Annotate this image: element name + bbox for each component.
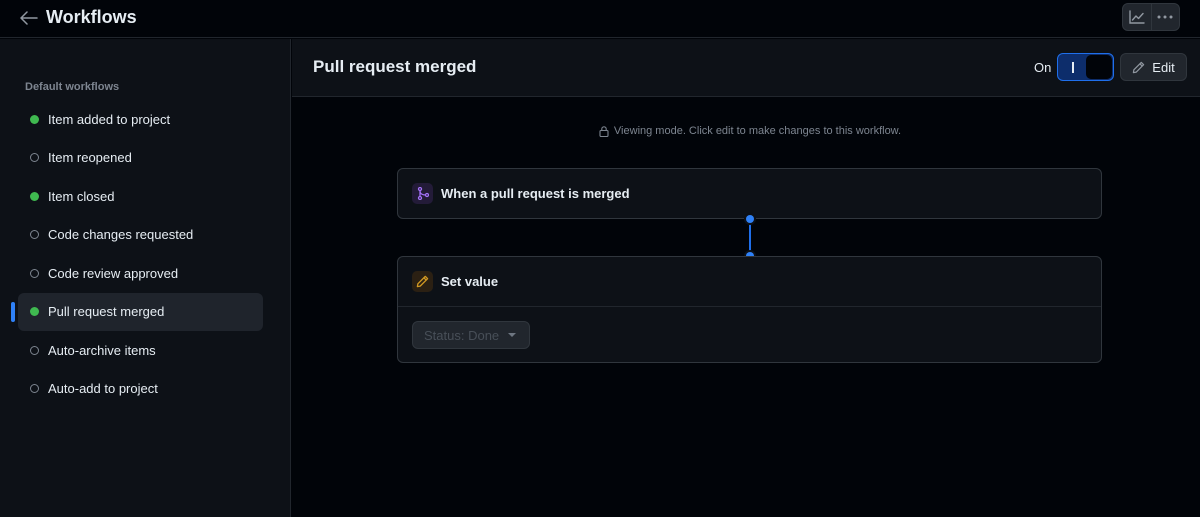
disabled-status-icon [30,384,39,394]
page-title: Workflows [46,7,137,27]
disabled-status-icon [30,268,39,278]
more-options-button[interactable] [1150,4,1180,30]
graph-icon [1129,10,1145,24]
sidebar-item-label: Item reopened [48,150,132,166]
sidebar-item-item-reopened[interactable]: Item reopened [18,139,263,178]
sidebar-item-label: Code changes requested [48,227,194,243]
toggle-knob [1086,55,1112,79]
workflow-header: Pull request merged On Edit [292,39,1200,97]
insights-button[interactable] [1123,4,1151,30]
sidebar-item-pull-request-merged[interactable]: Pull request merged [11,292,263,331]
sidebar-item-code-review-approved[interactable]: Code review approved [18,254,263,293]
sidebar-item-label: Item closed [48,188,115,204]
action-card[interactable]: Set value Status: Done [397,256,1102,363]
sidebar-item-auto-archive-items[interactable]: Auto-archive items [18,331,263,370]
enabled-status-icon [30,114,39,124]
edit-button[interactable]: Edit [1120,53,1187,81]
enabled-status-icon [30,191,39,201]
toggle-label: On [1034,60,1052,75]
workflow-title: Pull request merged [313,57,477,76]
workflow-list: Item added to project Item reopened Item… [11,100,263,409]
arrow-left-icon [20,11,38,25]
sidebar-item-item-added-to-project[interactable]: Item added to project [18,100,263,139]
action-card-header: Set value [398,257,1101,306]
sidebar-item-code-changes-requested[interactable]: Code changes requested [18,216,263,255]
lock-icon [599,125,609,137]
enabled-status-icon [30,307,39,317]
sidebar-item-label: Item added to project [48,111,171,127]
edit-button-label: Edit [1152,59,1175,75]
top-bar: Workflows [0,0,1200,38]
connector-top-node [745,214,754,223]
workflow-connector [748,219,751,256]
sidebar-item-label: Auto-add to project [48,381,158,397]
toggle-on-indicator [1072,62,1074,73]
action-card-body: Status: Done [398,306,1101,362]
workflow-enabled-toggle[interactable] [1057,53,1114,81]
trigger-card[interactable]: When a pull request is merged [397,168,1102,219]
header-button-group [1122,3,1180,31]
sidebar-heading: Default workflows [25,81,120,93]
back-button[interactable] [18,8,40,28]
git-merge-icon [417,187,429,200]
sidebar-item-label: Code review approved [48,265,179,281]
disabled-status-icon [30,345,39,355]
trigger-card-header: When a pull request is merged [398,169,1101,218]
viewing-mode-text: Viewing mode. Click edit to make changes… [613,125,902,137]
status-select[interactable]: Status: Done [412,321,530,349]
trigger-title: When a pull request is merged [441,186,630,201]
sidebar-item-item-closed[interactable]: Item closed [18,177,263,216]
triangle-down-icon [508,333,517,337]
trigger-icon-box [412,183,433,204]
viewing-mode-notice: Viewing mode. Click edit to make changes… [292,125,1200,137]
pencil-icon [1133,61,1145,73]
workflows-sidebar: Default workflows Item added to project … [0,39,291,517]
disabled-status-icon [30,230,39,240]
pencil-icon [416,275,429,288]
sidebar-item-auto-add-to-project[interactable]: Auto-add to project [18,370,263,409]
status-select-value: Status: Done [424,327,500,343]
sidebar-item-label: Pull request merged [48,304,165,320]
sidebar-item-label: Auto-archive items [48,342,156,358]
kebab-horizontal-icon [1157,15,1173,19]
action-title: Set value [441,274,499,289]
action-icon-box [412,271,433,292]
disabled-status-icon [30,153,39,163]
